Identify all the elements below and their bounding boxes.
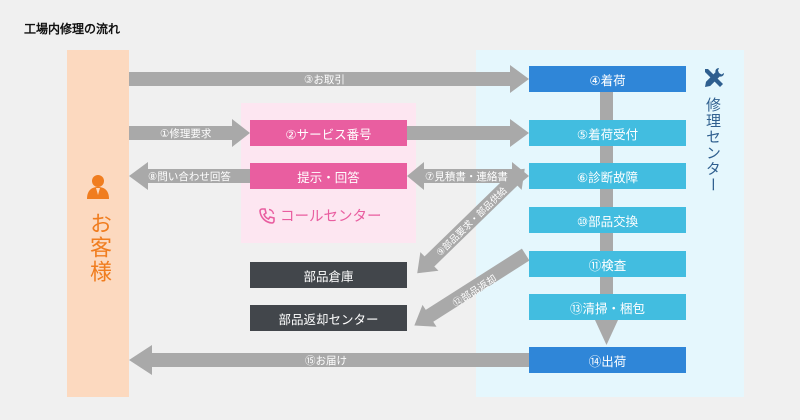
inquiry-answer-label: ⑧問い合わせ回答 xyxy=(148,171,231,183)
arrow-parts-request-supply xyxy=(417,168,525,274)
arrow-repair-request xyxy=(129,119,250,147)
parts-warehouse-box: 部品倉庫 xyxy=(250,262,407,288)
present-answer-box: 提示・回答 xyxy=(250,163,407,189)
parts-return-center-box: 部品返却センター xyxy=(250,305,407,331)
transaction-label: ③お取引 xyxy=(304,74,345,86)
arrow-vertical-head xyxy=(595,320,618,345)
parts-replace-box: ⑩部品交換 xyxy=(529,207,686,233)
diagram-title: 工場内修理の流れ xyxy=(24,22,121,36)
tools-icon xyxy=(705,68,724,87)
service-number-box: ②サービス番号 xyxy=(250,120,407,146)
call-center-label-group: コールセンター xyxy=(258,205,382,226)
shipping-box: ⑭出荷 xyxy=(529,347,686,373)
person-icon xyxy=(87,175,109,199)
cleaning-packing-box: ⑬清掃・梱包 xyxy=(529,294,686,320)
repair-center-label: 修理センター xyxy=(704,97,722,193)
arrival-box: ④着荷 xyxy=(529,66,686,92)
customer-panel xyxy=(67,50,129,397)
arrival-receipt-box: ⑤着荷受付 xyxy=(529,120,686,146)
repair-request-label: ①修理要求 xyxy=(160,128,212,140)
arrow-parts-return xyxy=(414,248,530,327)
arrow-delivery xyxy=(129,345,529,375)
estimate-contact-label: ⑦見積書・連絡書 xyxy=(425,171,508,183)
phone-icon xyxy=(259,207,275,224)
delivery-label: ⑮お届け xyxy=(305,355,347,367)
arrow-service-number xyxy=(407,119,529,147)
diagnosis-box: ⑥診断故障 xyxy=(529,163,686,189)
arrow-transaction xyxy=(129,65,529,93)
customer-label: お客様 xyxy=(86,212,111,284)
inspection-box: ⑪検査 xyxy=(529,251,686,277)
arrow-inquiry-answer xyxy=(129,162,250,190)
arrow-estimate-contact xyxy=(407,162,529,190)
call-center-label: コールセンター xyxy=(280,209,382,225)
